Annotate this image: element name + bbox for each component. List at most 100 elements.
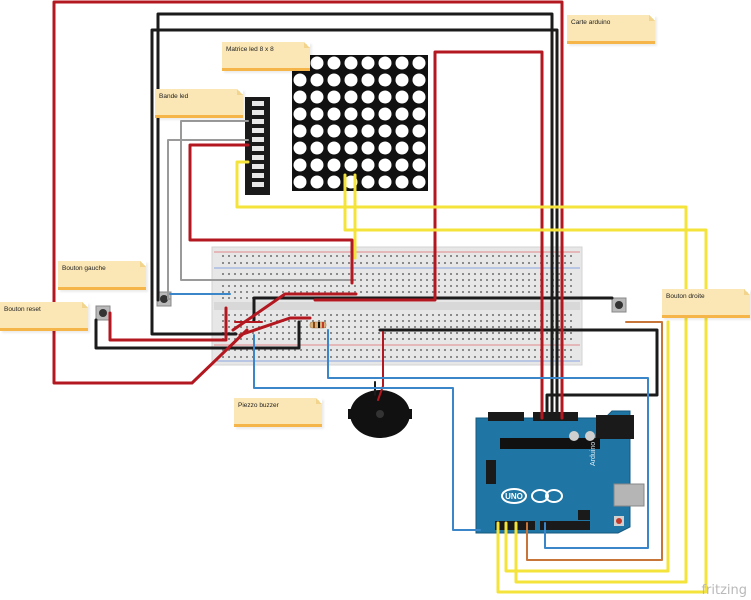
led-bar-segment bbox=[252, 146, 264, 151]
led-dot bbox=[412, 124, 426, 138]
label-piezzo-buzzer: Piezzo buzzer bbox=[238, 402, 279, 409]
label-bande-led: Bande led bbox=[159, 93, 189, 100]
led-dot bbox=[395, 73, 409, 87]
wire-red-2 bbox=[313, 50, 544, 420]
note-bouton-droite: Bouton droite bbox=[662, 289, 750, 318]
led-dot bbox=[378, 90, 392, 104]
note-matrice-led: Matrice led 8 x 8 bbox=[222, 42, 310, 71]
led-dot bbox=[361, 56, 375, 70]
wire-yellow-1 bbox=[235, 160, 688, 584]
wire-black-5 bbox=[378, 328, 659, 420]
led-dot bbox=[378, 124, 392, 138]
wire-red-1 bbox=[52, 0, 564, 420]
led-dot bbox=[412, 175, 426, 189]
led-dot bbox=[293, 175, 307, 189]
wire-black-4 bbox=[252, 296, 614, 322]
wire-red-3 bbox=[188, 143, 354, 285]
led-dot bbox=[378, 56, 392, 70]
led-bar-segment bbox=[252, 173, 264, 178]
label-bouton-reset: Bouton reset bbox=[4, 306, 41, 313]
led-bar-segment bbox=[252, 128, 264, 133]
wire-red-6 bbox=[238, 316, 312, 337]
led-dot bbox=[395, 90, 409, 104]
led-dot bbox=[310, 141, 324, 155]
led-dot bbox=[378, 73, 392, 87]
led-dot bbox=[327, 141, 341, 155]
arduino-uno-board: UNO Arduino bbox=[475, 410, 645, 534]
led-dot bbox=[310, 175, 324, 189]
led-bar-segment bbox=[252, 101, 264, 106]
led-bar-segment bbox=[252, 164, 264, 169]
wire-red-5 bbox=[231, 292, 358, 332]
led-dot bbox=[344, 56, 358, 70]
led-dot bbox=[412, 158, 426, 172]
wire-black-1 bbox=[156, 12, 554, 420]
led-dot bbox=[361, 107, 375, 121]
led-dot bbox=[293, 73, 307, 87]
label-bouton-droite: Bouton droite bbox=[666, 293, 705, 300]
led-dot bbox=[293, 141, 307, 155]
led-bar-segment bbox=[252, 110, 264, 115]
led-dot bbox=[361, 90, 375, 104]
wire-yellow-4 bbox=[504, 320, 670, 573]
wire-black-2 bbox=[150, 28, 559, 420]
led-bar-segment bbox=[252, 137, 264, 142]
led-dot bbox=[361, 175, 375, 189]
led-dot bbox=[395, 141, 409, 155]
led-dot bbox=[327, 90, 341, 104]
led-dot bbox=[395, 107, 409, 121]
led-dot bbox=[344, 141, 358, 155]
wire-gray-1 bbox=[180, 120, 356, 281]
led-dot bbox=[361, 141, 375, 155]
led-dot bbox=[395, 158, 409, 172]
button-right bbox=[611, 297, 627, 313]
led-dot bbox=[412, 107, 426, 121]
board-brand-text: Arduino bbox=[590, 442, 597, 466]
wires bbox=[52, 0, 708, 594]
led-bar-segment bbox=[252, 155, 264, 160]
label-carte-arduino: Carte arduino bbox=[571, 19, 611, 26]
board-logo-text: UNO bbox=[505, 492, 523, 501]
led-dot bbox=[344, 73, 358, 87]
led-dot bbox=[327, 107, 341, 121]
wire-gray-2 bbox=[167, 139, 249, 300]
led-dot bbox=[361, 124, 375, 138]
led-matrix bbox=[292, 55, 428, 191]
wire-orange-1 bbox=[526, 321, 663, 561]
led-dot bbox=[361, 73, 375, 87]
led-dot bbox=[310, 56, 324, 70]
led-bar-segment bbox=[252, 119, 264, 124]
led-dot bbox=[378, 107, 392, 121]
led-bar-segment bbox=[252, 182, 264, 187]
wire-blue-2 bbox=[253, 334, 481, 531]
led-dot bbox=[378, 175, 392, 189]
led-dot bbox=[395, 175, 409, 189]
led-dot bbox=[293, 107, 307, 121]
wire-blue-3 bbox=[327, 329, 649, 549]
led-dot bbox=[344, 107, 358, 121]
led-dot bbox=[310, 73, 324, 87]
led-dot bbox=[361, 158, 375, 172]
wire-black-3 bbox=[94, 318, 301, 350]
led-dot bbox=[412, 56, 426, 70]
led-dot bbox=[327, 175, 341, 189]
led-dot bbox=[344, 124, 358, 138]
led-dot bbox=[310, 158, 324, 172]
led-dot bbox=[412, 90, 426, 104]
label-matrice-led: Matrice led 8 x 8 bbox=[226, 46, 274, 53]
note-bouton-gauche: Bouton gauche bbox=[58, 261, 146, 290]
led-dot bbox=[310, 90, 324, 104]
led-dot bbox=[293, 124, 307, 138]
note-carte-arduino: Carte arduino bbox=[567, 15, 655, 44]
led-dot bbox=[327, 158, 341, 172]
note-piezzo-buzzer: Piezzo buzzer bbox=[234, 398, 322, 427]
led-dot bbox=[327, 56, 341, 70]
led-dot bbox=[412, 141, 426, 155]
led-dot bbox=[395, 56, 409, 70]
led-dot bbox=[378, 141, 392, 155]
led-dot bbox=[310, 124, 324, 138]
note-bouton-reset: Bouton reset bbox=[0, 302, 88, 331]
led-dot bbox=[293, 90, 307, 104]
led-dot bbox=[327, 124, 341, 138]
